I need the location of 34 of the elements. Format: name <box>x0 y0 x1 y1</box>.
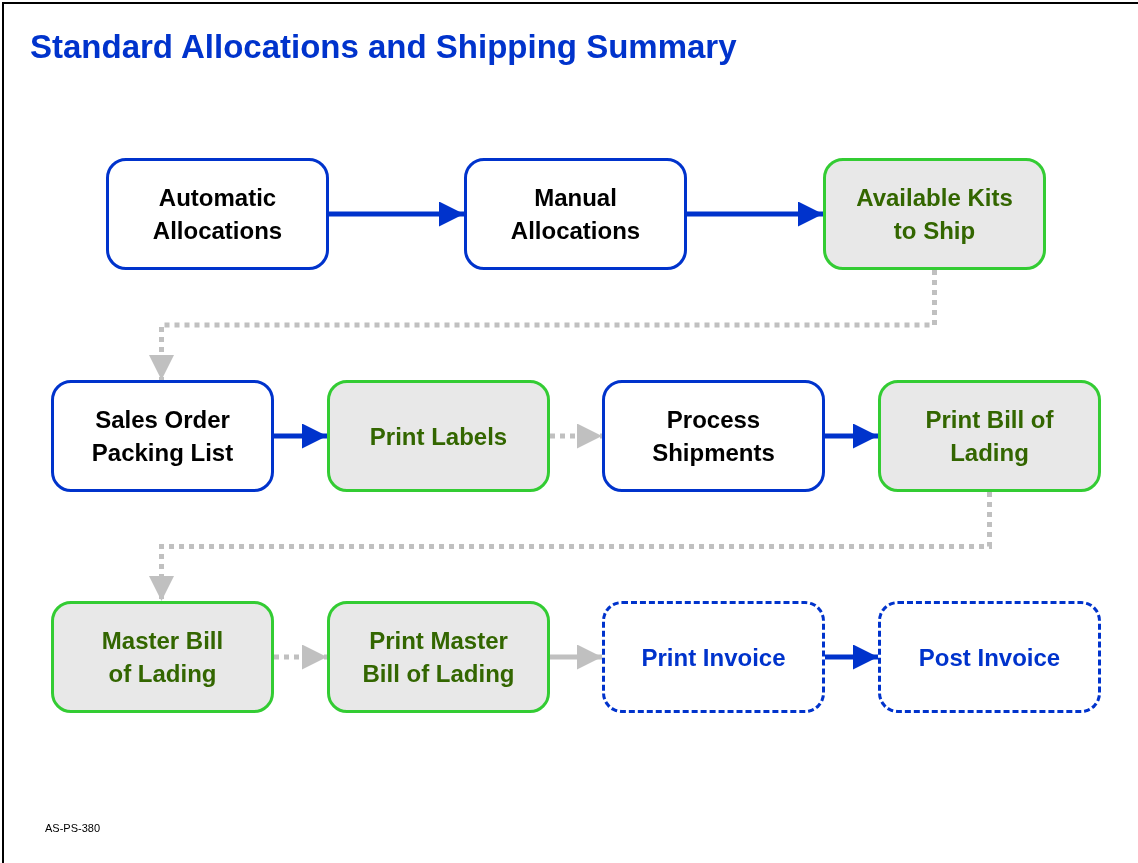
step-label: Available Kits to Ship <box>855 183 1014 246</box>
output-box <box>823 158 1046 270</box>
arrow <box>550 423 602 449</box>
step-label: Print Invoice <box>641 642 786 673</box>
arrow <box>550 644 602 670</box>
slide-code: AS-PS-380 <box>45 822 101 834</box>
arrow <box>687 201 823 227</box>
output-box <box>327 601 550 713</box>
pending-step-box <box>602 601 825 713</box>
step-label: Print Master Bill of Lading <box>361 626 516 689</box>
step-label: Print Bill of Lading <box>924 405 1055 468</box>
step-label: Print Labels <box>369 421 508 452</box>
step-label: Sales Order Packing List <box>90 405 235 468</box>
arrow <box>149 270 937 380</box>
process-box <box>602 380 825 492</box>
process-box <box>464 158 687 270</box>
diagram-title: Standard Allocations and Shipping Summary <box>30 28 737 66</box>
output-box <box>327 380 550 492</box>
arrow <box>329 201 464 227</box>
step-label: Manual Allocations <box>509 183 642 246</box>
arrow <box>274 423 327 449</box>
step-label: Post Invoice <box>918 642 1061 673</box>
output-box <box>878 380 1101 492</box>
arrow <box>149 492 992 601</box>
step-label: Process Shipments <box>651 405 776 468</box>
arrow <box>825 423 878 449</box>
pending-step-box <box>878 601 1101 713</box>
step-label: Master Bill of Lading <box>100 626 225 689</box>
step-label: Automatic Allocations <box>151 183 284 246</box>
process-box <box>51 380 274 492</box>
arrow <box>274 644 327 670</box>
output-box <box>51 601 274 713</box>
process-box <box>106 158 329 270</box>
arrow <box>825 644 878 670</box>
